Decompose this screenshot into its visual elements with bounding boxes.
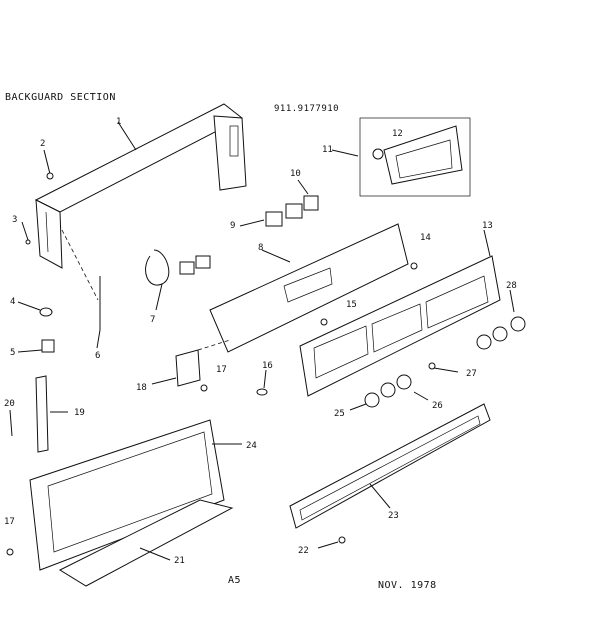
callout-22: 22 [298, 546, 309, 556]
callout-1: 1 [116, 117, 121, 127]
callout-27: 27 [466, 369, 477, 379]
callout-14: 14 [420, 233, 431, 243]
callout-26: 26 [432, 401, 443, 411]
callout-17-lower: 17 [4, 517, 15, 527]
callout-19: 19 [74, 408, 85, 418]
callout-6: 6 [95, 351, 100, 361]
clock-box [331, 117, 471, 197]
callout-7: 7 [150, 315, 155, 325]
rear-panel [29, 419, 242, 587]
backguard-panel [34, 103, 247, 269]
callout-23: 23 [388, 511, 399, 521]
callout-5: 5 [10, 348, 15, 358]
callout-13: 13 [482, 221, 493, 231]
page-code: A5 [228, 575, 242, 586]
callout-10: 10 [290, 169, 301, 179]
callout-15: 15 [346, 300, 357, 310]
callout-8: 8 [258, 243, 263, 253]
callout-9: 9 [230, 221, 235, 231]
front-panel [299, 229, 501, 397]
callout-2: 2 [40, 139, 45, 149]
callout-11: 11 [322, 145, 333, 155]
callout-20: 20 [4, 399, 15, 409]
callout-16: 16 [262, 361, 273, 371]
switches [239, 179, 319, 227]
knobs [349, 289, 526, 411]
callout-17-upper: 17 [216, 365, 227, 375]
control-plate [209, 223, 409, 353]
callout-25: 25 [334, 409, 345, 419]
callout-labels: 1 2 3 4 5 6 7 8 9 10 11 12 13 14 15 16 1… [4, 117, 517, 566]
side-bracket [9, 375, 68, 453]
callout-24: 24 [246, 441, 257, 451]
callout-21: 21 [174, 556, 185, 566]
callout-12: 12 [392, 129, 403, 139]
callout-28: 28 [506, 281, 517, 291]
footer-date: NOV. 1978 [378, 580, 437, 591]
wire-harness [145, 249, 211, 311]
left-hardware [17, 149, 101, 353]
bracket [151, 339, 231, 387]
small-screws [6, 262, 436, 556]
model-number: 911.9177910 [274, 104, 340, 114]
bottom-trim [289, 403, 491, 549]
callout-3: 3 [12, 215, 17, 225]
callout-18: 18 [136, 383, 147, 393]
callout-4: 4 [10, 297, 15, 307]
section-title: BACKGUARD SECTION [5, 92, 116, 103]
